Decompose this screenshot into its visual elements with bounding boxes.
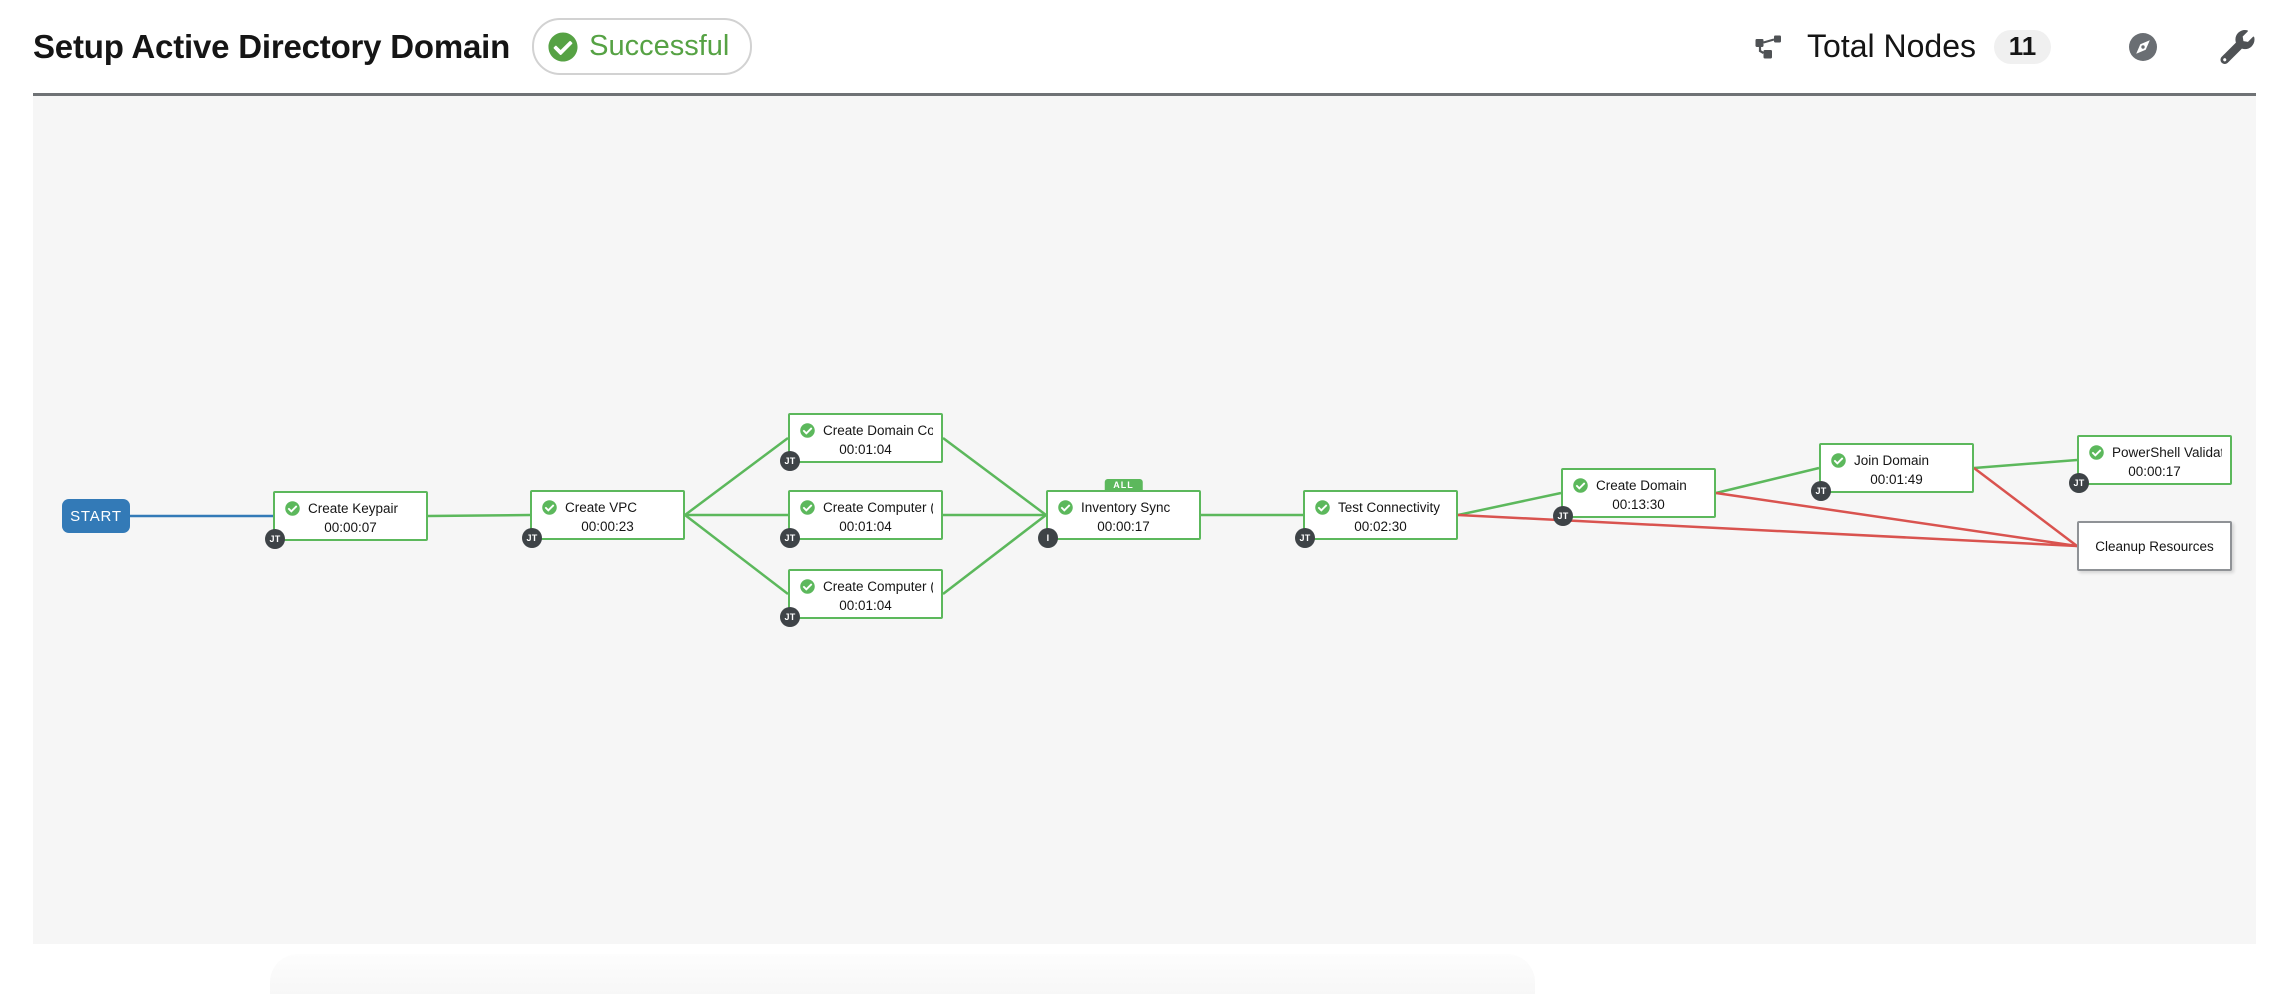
- node-elapsed-time: 00:00:23: [581, 519, 634, 534]
- all-convergence-badge: ALL: [1104, 479, 1143, 492]
- node-elapsed-time: 00:00:07: [324, 520, 377, 535]
- check-circle-icon: [548, 31, 578, 62]
- edge-create-vpc-create-domain-contr: [684, 436, 789, 517]
- workflow-node-inventory-sync[interactable]: Inventory Sync 00:00:17 ALL I: [1038, 479, 1201, 548]
- node-type-badge: JT: [265, 529, 285, 549]
- check-circle-icon: [285, 501, 300, 516]
- header-divider: [33, 93, 2256, 96]
- node-elapsed-time: 00:00:17: [2128, 464, 2181, 479]
- edge-join-domain-cleanup-resources: [1973, 467, 2078, 547]
- check-circle-icon: [800, 579, 815, 594]
- status-badge-label: Successful: [589, 30, 730, 62]
- node-type-badge: JT: [2069, 473, 2089, 493]
- node-type-badge: JT: [780, 607, 800, 627]
- tools-wrench-button[interactable]: [2219, 29, 2256, 64]
- sitemap-icon: [1755, 35, 1782, 59]
- edge-create-vpc-create-computer-2: [684, 514, 789, 595]
- node-label: Create VPC: [565, 500, 638, 515]
- node-type-badge: JT: [780, 528, 800, 548]
- workflow-node-cleanup-resources[interactable]: Cleanup Resources: [2077, 521, 2232, 571]
- node-label: Inventory Sync: [1081, 500, 1171, 515]
- node-label: Join Domain: [1854, 453, 1930, 468]
- compass-icon: [2129, 32, 2157, 61]
- bottom-panel-edge: [270, 954, 1535, 994]
- edge-create-keypair-create-vpc: [427, 513, 531, 518]
- node-label: Create Domain Contr…: [823, 423, 933, 438]
- node-elapsed-time: 00:00:17: [1097, 519, 1150, 534]
- workflow-node-start[interactable]: START: [62, 499, 130, 533]
- node-label: Create Computer (1): [823, 500, 933, 515]
- check-circle-icon: [1315, 500, 1330, 515]
- node-type-badge: I: [1038, 528, 1058, 548]
- node-elapsed-time: 00:02:30: [1354, 519, 1407, 534]
- edge-test-connectivity-cleanup-resources: [1457, 513, 2078, 548]
- check-circle-icon: [1831, 453, 1846, 468]
- node-elapsed-time: 00:01:04: [839, 442, 892, 457]
- node-label: Test Connectivity: [1338, 500, 1441, 515]
- node-type-badge: JT: [1295, 528, 1315, 548]
- check-circle-icon: [2089, 445, 2104, 460]
- edge-join-domain-powershell-validation: [1973, 458, 2078, 470]
- total-nodes-label: Total Nodes: [1807, 28, 1976, 64]
- check-circle-icon: [800, 423, 815, 438]
- node-type-badge: JT: [1553, 506, 1573, 526]
- node-type-badge: JT: [522, 528, 542, 548]
- node-type-badge: JT: [780, 451, 800, 471]
- node-elapsed-time: 00:13:30: [1612, 497, 1665, 512]
- edge-create-domain-contr-inventory-sync: [942, 436, 1047, 517]
- node-elapsed-time: 00:01:04: [839, 598, 892, 613]
- status-badge: Successful: [532, 18, 753, 75]
- legend-compass-button[interactable]: [2129, 32, 2157, 61]
- check-circle-icon: [542, 500, 557, 515]
- check-circle-icon: [1573, 478, 1588, 493]
- wrench-icon: [2220, 29, 2255, 64]
- node-label: Create Keypair: [308, 501, 399, 516]
- edge-create-computer-2-inventory-sync: [942, 514, 1047, 595]
- node-label: Cleanup Resources: [2095, 538, 2214, 554]
- check-circle-icon: [1058, 500, 1073, 515]
- node-type-badge: JT: [1811, 481, 1831, 501]
- node-elapsed-time: 00:01:04: [839, 519, 892, 534]
- header-toolbar: Total Nodes 11: [1755, 28, 2256, 65]
- page-header: Setup Active Directory Domain Successful…: [33, 0, 2256, 93]
- total-nodes-count: 11: [1994, 29, 2051, 64]
- check-circle-icon: [800, 500, 815, 515]
- edge-test-connectivity-create-domain: [1457, 491, 1562, 517]
- node-label: PowerShell Validation: [2112, 445, 2222, 460]
- node-label: Create Computer (2): [823, 579, 933, 594]
- page-title: Setup Active Directory Domain: [33, 27, 511, 65]
- edge-layer: [130, 436, 2078, 595]
- edge-create-domain-join-domain: [1715, 466, 1820, 495]
- node-elapsed-time: 00:01:49: [1870, 472, 1923, 487]
- edge-create-domain-cleanup-resources: [1715, 491, 2078, 548]
- node-label: Create Domain: [1596, 478, 1687, 493]
